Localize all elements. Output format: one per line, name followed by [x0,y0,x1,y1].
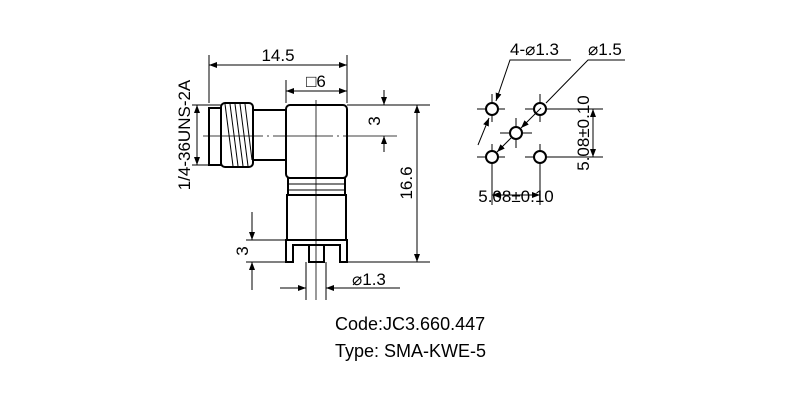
thread-lines [224,103,253,167]
hole [533,150,547,164]
center-hole [509,126,523,140]
thread-body [220,102,254,168]
thread-spec: 1/4-36UNS-2A [175,79,194,190]
dim-pin-length: 3 [233,246,252,255]
dim-square: □6 [306,72,326,91]
connector-body [285,104,348,179]
footprint-view: 4-⌀1.3 ⌀1.5 5.08±0.10 5.08±0.10 [477,40,625,206]
hole-count-diameter: 4-⌀1.3 [510,40,559,59]
lower-body [286,194,347,241]
connector-cap [208,107,222,166]
dim-pin-diameter: ⌀1.3 [352,270,386,289]
hole [485,150,499,164]
hole [485,102,499,116]
dim-height: 16.6 [397,166,416,199]
center-pin [308,244,325,263]
pitch-horizontal: 5.08±0.10 [478,187,554,206]
side-view: 14.5 □6 3 16.6 3 ⌀1.3 1/4-36UNS-2A [175,46,430,300]
code-label: Code:JC3.660.447 [335,314,486,334]
type-label: Type: SMA-KWE-5 [335,341,487,361]
pitch-vertical: 5.08±0.10 [574,95,593,171]
connector-neck [252,109,288,161]
center-hole-diameter: ⌀1.5 [588,40,622,59]
dim-top-offset: 3 [365,116,384,125]
dim-length: 14.5 [261,46,294,65]
body-grooves [287,177,346,196]
